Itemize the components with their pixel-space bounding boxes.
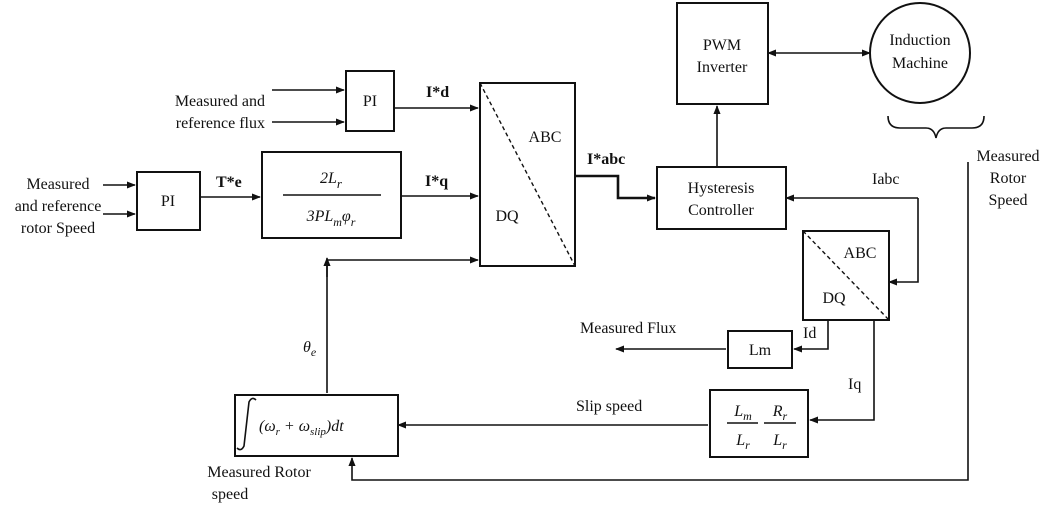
machine-label-line1: Induction bbox=[889, 32, 950, 49]
dq-abc-bottom-label: DQ bbox=[495, 208, 519, 225]
machine-output-brace bbox=[887, 115, 985, 139]
iabc-label: Iabc bbox=[872, 171, 900, 188]
abc-dq-top-label: ABC bbox=[844, 245, 877, 262]
integrator-block bbox=[234, 394, 399, 457]
torque-gain-denominator: 3PLmφr bbox=[306, 208, 356, 229]
hysteresis-controller-block bbox=[656, 166, 787, 230]
flux-input-label-2: reference flux bbox=[176, 115, 265, 132]
pi-flux-block bbox=[345, 70, 395, 132]
speed-input-label-1: Measured bbox=[26, 176, 89, 193]
te-ref-label: T*e bbox=[216, 174, 242, 191]
integral-sign bbox=[236, 397, 257, 451]
id-arrow bbox=[793, 320, 829, 353]
lm-block bbox=[727, 330, 793, 369]
slip-gain-Rr: Rr bbox=[772, 403, 788, 423]
speed-input-label-3: rotor Speed bbox=[21, 220, 95, 237]
iabc-ref-arrow bbox=[575, 174, 656, 202]
rotor-speed-right-label-3: Speed bbox=[988, 192, 1027, 209]
measured-flux-label: Measured Flux bbox=[580, 320, 676, 337]
pwm-label-line1: PWM bbox=[703, 37, 741, 54]
id-label: Id bbox=[803, 325, 816, 342]
torque-gain-numerator: 2Lr bbox=[320, 170, 343, 191]
abc-to-dq-block bbox=[802, 230, 890, 321]
id-ref-label: I*d bbox=[426, 84, 449, 101]
iq-arrow bbox=[809, 320, 875, 424]
pi-speed-block bbox=[136, 171, 201, 231]
iq-ref-label: I*q bbox=[425, 173, 448, 190]
dq-abc-diagonal bbox=[479, 82, 576, 267]
pwm-label-line2: Inverter bbox=[697, 59, 748, 76]
hyst-label-line2: Controller bbox=[688, 202, 754, 219]
iabc-ref-label: I*abc bbox=[587, 151, 625, 168]
induction-machine-block bbox=[869, 2, 971, 104]
abc-dq-bottom-label: DQ bbox=[822, 290, 846, 307]
lm-label: Lm bbox=[749, 342, 772, 359]
hyst-label-line1: Hysteresis bbox=[688, 180, 755, 197]
pwm-inverter-block bbox=[676, 2, 769, 105]
slip-speed-label: Slip speed bbox=[576, 398, 642, 415]
slip-gain-Lm: Lm bbox=[733, 403, 752, 423]
rotor-speed-bottom-label-1: Measured Rotor bbox=[207, 464, 311, 481]
pi-speed-label: PI bbox=[161, 193, 175, 210]
slip-gain-Lr2: Lr bbox=[772, 432, 787, 452]
pi-flux-label: PI bbox=[363, 93, 377, 110]
speed-input-label-2: and reference bbox=[15, 198, 102, 215]
rotor-speed-right-label-2: Rotor bbox=[990, 170, 1027, 187]
iabc-to-abcdq-arrow bbox=[888, 198, 919, 286]
flux-input-label-1: Measured and bbox=[175, 93, 265, 110]
rotor-speed-right-label-1: Measured bbox=[976, 148, 1039, 165]
rotor-speed-bottom-label-2: speed bbox=[212, 486, 248, 503]
slip-gain-Lr1: Lr bbox=[735, 432, 750, 452]
rotor-speed-feedback-arrow bbox=[348, 162, 969, 481]
dq-abc-top-label: ABC bbox=[529, 129, 562, 146]
theta-e-label: θe bbox=[303, 339, 317, 359]
integrator-expression: (ωr + ωslip)dt bbox=[259, 418, 344, 438]
iq-label: Iq bbox=[848, 376, 861, 393]
machine-label-line2: Machine bbox=[892, 55, 948, 72]
